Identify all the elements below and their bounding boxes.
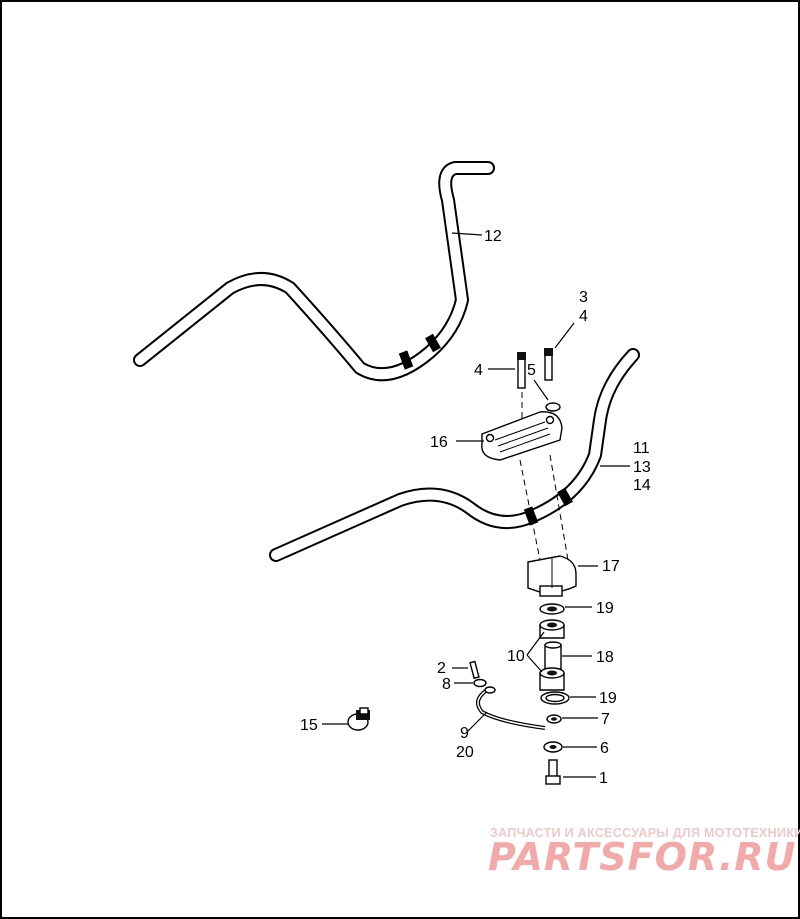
callout-7: 7 [601,711,610,728]
hose-clamp [347,707,370,731]
callout-11: 11 [633,440,650,457]
handlebar-lower [269,348,640,562]
callout-6: 6 [600,740,609,757]
callout-12: 12 [484,228,502,245]
leader-lines [322,232,630,778]
callout-13: 13 [633,459,651,476]
bushings [539,603,570,705]
callout-4-left: 4 [474,362,483,379]
callout-19-bottom: 19 [599,690,617,707]
watermark-subtitle: ЗАПЧАСТИ И АКСЕССУАРЫ ДЛЯ МОТОТЕХНИКИ [490,826,800,840]
callout-8: 8 [442,676,451,693]
lower-hardware [543,714,563,785]
callout-14: 14 [633,477,651,494]
callout-19-top: 19 [596,600,614,617]
callout-10: 10 [507,648,525,665]
riser-bolts [517,348,561,412]
callout-17: 17 [602,558,620,575]
watermark-brand: PARTSFOR.RU [488,835,796,879]
riser [527,555,577,597]
callout-1: 1 [599,770,608,787]
callout-2: 2 [437,660,446,677]
callout-labels: 12 3 4 4 5 16 11 13 14 17 19 10 18 2 8 1… [300,228,651,787]
callout-9: 9 [460,725,469,742]
callout-18: 18 [596,649,614,666]
callout-4-right: 4 [579,308,588,325]
callout-15: 15 [300,717,318,734]
callout-3: 3 [579,289,588,306]
handlebar-upper [133,161,495,382]
watermark: ЗАПЧАСТИ И АКСЕССУАРЫ ДЛЯ МОТОТЕХНИКИ PA… [488,826,800,879]
callout-20: 20 [456,744,474,761]
ground-strap [469,660,546,730]
callout-5: 5 [527,362,536,379]
callout-16: 16 [430,434,448,451]
top-clamp [481,411,563,461]
